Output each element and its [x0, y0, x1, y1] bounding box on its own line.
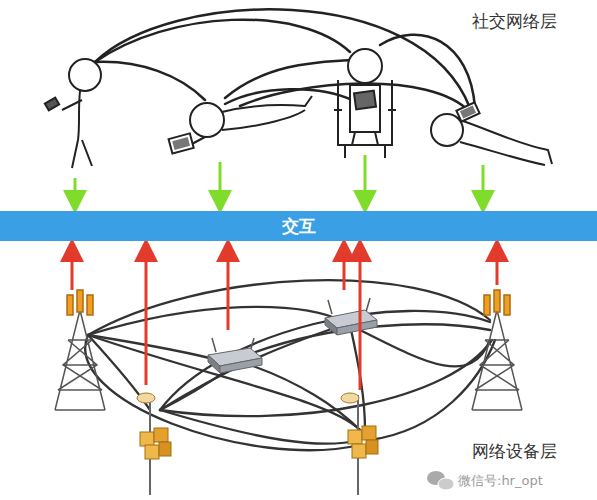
base-station: [341, 393, 378, 495]
router: [325, 298, 377, 335]
router: [208, 338, 262, 373]
band-label: 交互: [282, 215, 316, 238]
green-arrows: [75, 155, 483, 202]
person-standing: [45, 59, 101, 168]
watermark: 微信号:hr_opt: [458, 472, 543, 490]
wechat-icon: [427, 471, 454, 490]
layer-label: 网络设备层: [472, 440, 557, 463]
person-sitting: [334, 49, 396, 158]
person-lying: [169, 96, 312, 154]
layer-label: 社交网络层: [472, 10, 557, 33]
base-station: [137, 393, 171, 495]
interaction-band: 交互: [0, 211, 597, 241]
cell-tower: [55, 290, 105, 410]
cell-tower: [472, 290, 522, 410]
red-arrows: [72, 250, 497, 390]
social-ties: [95, 9, 475, 112]
person-lying: [431, 102, 552, 165]
